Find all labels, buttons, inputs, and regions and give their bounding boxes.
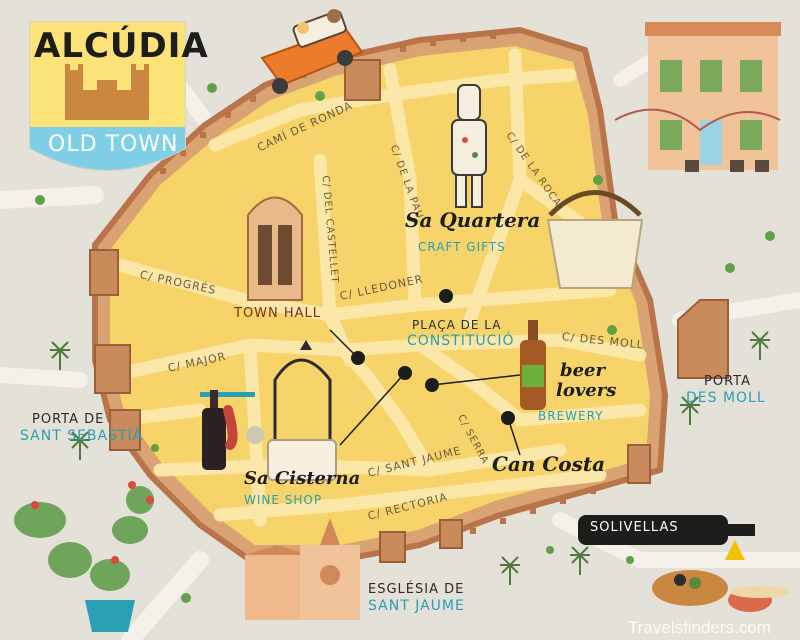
marker-sa-quartera[interactable] [439,289,453,303]
label-esglesia-2: SANT JAUME [368,598,465,614]
olives-icon [652,540,790,612]
street-network [108,48,647,527]
label-solivellas: SOLIVELLAS [590,520,679,535]
basket-icon [546,190,644,289]
well-icon [267,340,337,481]
palm-icon [50,331,770,585]
label-wine-shop: WINE SHOP [244,493,323,507]
label-porta-sebastia-1: PORTA DE [32,412,105,427]
label-can-costa: Can Costa [492,452,606,476]
figurine-icon [451,84,487,208]
label-porta-moll-1: PORTA [704,374,751,389]
wall-towers [89,59,729,563]
label-craft-gifts: CRAFT GIFTS [418,240,506,254]
house-icon [614,22,781,172]
cactus-fruit-icon [31,481,154,564]
label-lovers: lovers [556,380,617,401]
marker-town-hall[interactable] [351,351,365,365]
marker-can-costa[interactable] [501,411,515,425]
church-icon [245,518,360,620]
wine-bottle-icon [200,390,264,470]
watermark: Travelsfinders.com [628,618,771,637]
label-brewery: BREWERY [538,409,604,423]
label-porta-moll-2: DES MOLL [686,390,766,406]
label-town-hall: TOWN HALL [234,306,322,321]
map-title: ALCÚDIA [34,26,209,66]
cactus-icon [14,486,154,632]
label-esglesia-1: ESGLÉSIA DE [368,582,465,597]
label-beer: beer [560,360,605,381]
window-icon [247,196,303,301]
label-porta-sebastia-2: SANT SEBASTIÀ [20,428,144,444]
label-sa-cisterna: Sa Cisterna [244,468,361,489]
castle-icon [65,64,149,120]
map-subtitle: OLD TOWN [48,132,179,157]
label-placa-line2: CONSTITUCIÓ [407,333,515,349]
label-placa-line1: PLAÇA DE LA [412,318,502,332]
trees [35,83,775,603]
label-sa-quartera: Sa Quartera [405,208,541,232]
bottle-icon [520,320,546,410]
solivellas-sign [578,515,755,545]
marker-sa-cisterna[interactable] [398,366,412,380]
marker-beer-lovers[interactable] [425,378,439,392]
car-icon [260,9,364,94]
